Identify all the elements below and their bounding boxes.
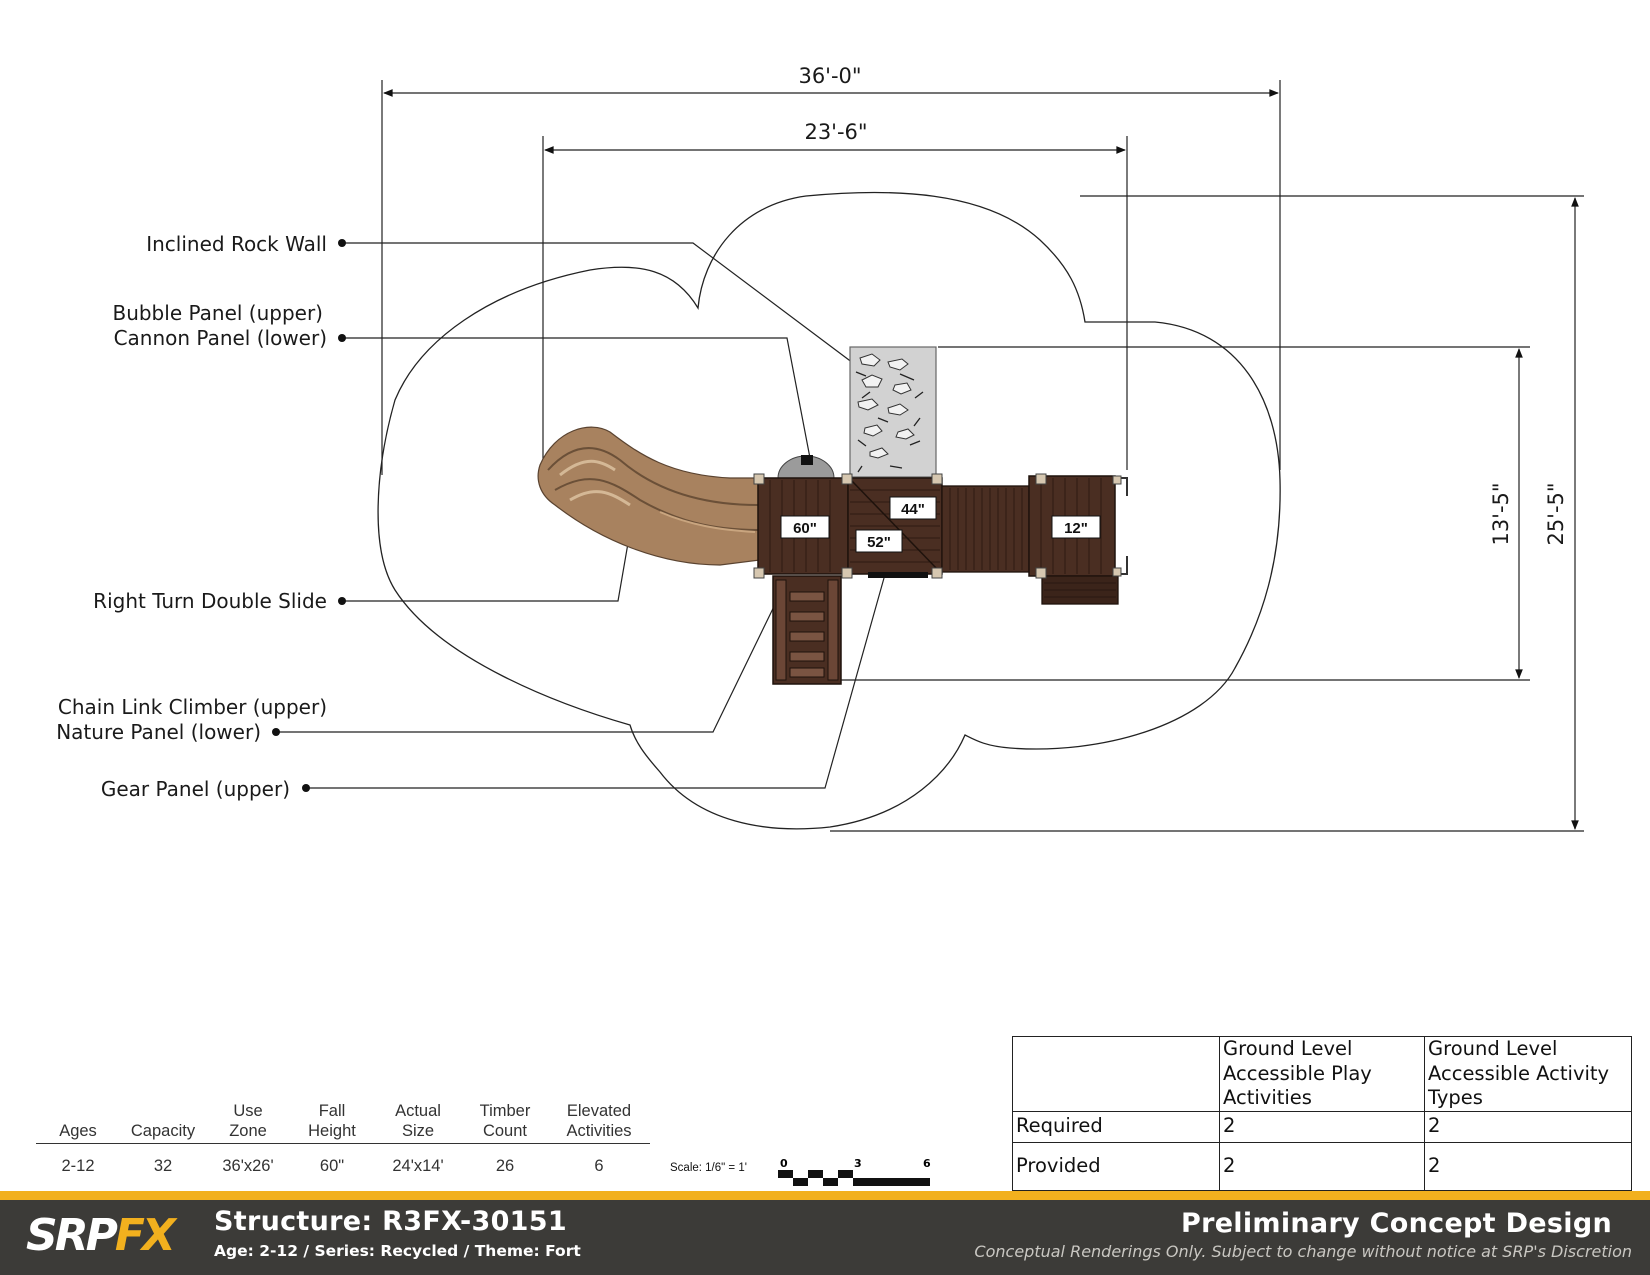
double-slide <box>537 426 761 566</box>
deck-posts <box>753 473 1122 579</box>
document-title: Preliminary Concept Design <box>1180 1208 1612 1239</box>
deck-height-52: 52" <box>867 534 891 551</box>
spec-value-actual-size: 24'x14' <box>392 1157 444 1175</box>
svg-text:0: 0 <box>780 1157 788 1170</box>
callout-bubble-panel: Bubble Panel (upper) <box>112 301 323 325</box>
accessibility-provided-play: 2 <box>1219 1141 1425 1191</box>
leader-lines <box>276 242 885 789</box>
accessibility-provided-types: 2 <box>1424 1141 1632 1191</box>
spec-value-capacity: 32 <box>153 1157 173 1175</box>
structure-depth-dimension: 13'-5" <box>1489 482 1513 545</box>
rock-wall <box>849 346 937 478</box>
accessibility-header-play-activities: Ground Level Accessible Play Activities <box>1219 1036 1425 1112</box>
structure-width-dimension: 23'-6" <box>804 120 867 144</box>
chain-link-climber <box>772 575 842 685</box>
overall-depth-dimension: 25'-5" <box>1544 482 1568 545</box>
spec-value-elevated-activities: 6 <box>594 1157 604 1175</box>
callout-gear-panel: Gear Panel (upper) <box>101 777 290 801</box>
accessibility-row-required: Required 2 2 <box>1012 1110 1632 1143</box>
scale-bar: 0 3 6 <box>778 1157 931 1186</box>
footer-accent-stripe <box>0 1191 1650 1200</box>
spec-header-capacity: Capacity <box>130 1122 196 1140</box>
spec-value-fall-height: 60" <box>319 1157 345 1175</box>
svg-text:3: 3 <box>854 1157 862 1170</box>
footer-bar: SRPFX Structure: R3FX-30151 Age: 2-12 / … <box>0 1200 1650 1275</box>
structure-id: Structure: R3FX-30151 <box>214 1206 567 1237</box>
spec-header-ages: Ages <box>59 1122 97 1140</box>
spec-value-use-zone: 36'x26' <box>222 1157 274 1175</box>
svg-text:6: 6 <box>923 1157 931 1170</box>
accessibility-header-row: Ground Level Accessible Play Activities … <box>1012 1036 1632 1112</box>
deck-12 <box>1028 475 1128 605</box>
spec-value-ages: 2-12 <box>61 1157 95 1175</box>
spec-value-timber-count: 26 <box>495 1157 515 1175</box>
accessibility-table: Ground Level Accessible Play Activities … <box>1012 1036 1632 1191</box>
callout-chain-climber: Chain Link Climber (upper) <box>58 695 327 719</box>
accessibility-row-provided: Provided 2 2 <box>1012 1141 1632 1191</box>
deck-height-tags <box>780 496 1101 553</box>
accessibility-row-label: Provided <box>1012 1141 1220 1191</box>
accessibility-header-activity-types: Ground Level Accessible Activity Types <box>1424 1036 1632 1112</box>
callout-nature-panel: Nature Panel (lower) <box>56 720 261 744</box>
deck-52-44 <box>847 477 943 578</box>
leader-dots <box>272 239 346 792</box>
deck-height-44: 44" <box>901 501 925 518</box>
accessibility-required-play: 2 <box>1219 1110 1425 1143</box>
structure-details: Age: 2-12 / Series: Recycled / Theme: Fo… <box>214 1242 581 1260</box>
callout-rock-wall: Inclined Rock Wall <box>146 232 327 256</box>
callout-cannon-panel: Cannon Panel (lower) <box>114 326 327 350</box>
dimension-lines <box>381 80 1584 832</box>
callout-double-slide: Right Turn Double Slide <box>93 589 327 613</box>
disclaimer: Conceptual Renderings Only. Subject to c… <box>974 1242 1632 1261</box>
overall-width-dimension: 36'-0" <box>798 64 861 88</box>
accessibility-row-label: Required <box>1012 1110 1220 1143</box>
deck-height-60: 60" <box>793 520 817 537</box>
site-plan-drawing: 36'-0" 23'-6" 13'-5" 25'-5" Inclined Roc… <box>56 64 1584 832</box>
specifications-value-row: 2-12 32 36'x26' 60" 24'x14' 26 6 <box>36 1144 650 1188</box>
deck-height-12: 12" <box>1064 520 1088 537</box>
ramp-bridge <box>941 485 1030 573</box>
srpfx-logo: SRPFX <box>26 1210 176 1261</box>
accessibility-required-types: 2 <box>1424 1110 1632 1143</box>
scale-label: Scale: 1/6" = 1' <box>670 1162 747 1174</box>
